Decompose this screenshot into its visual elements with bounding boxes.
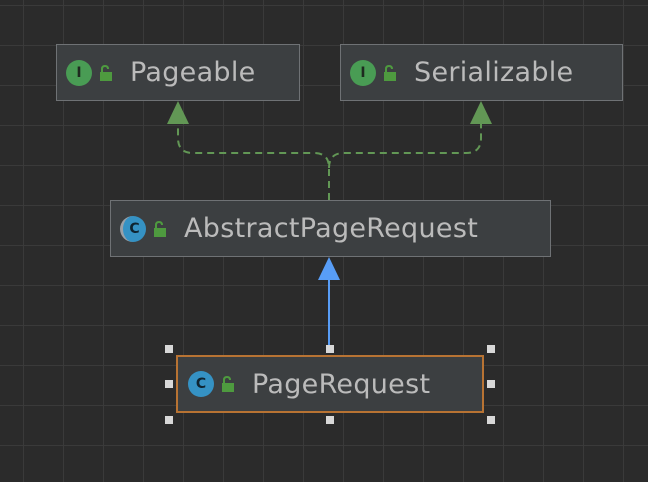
edge-implements-pageable bbox=[177, 122, 330, 200]
node-pageable[interactable]: I Pageable bbox=[56, 44, 300, 101]
node-label: Serializable bbox=[414, 57, 574, 88]
node-label: PageRequest bbox=[252, 368, 431, 400]
resize-handle-middle-left[interactable] bbox=[165, 380, 173, 388]
resize-handle-middle-right[interactable] bbox=[487, 380, 495, 388]
resize-handle-bottom-right[interactable] bbox=[487, 416, 495, 424]
node-label: AbstractPageRequest bbox=[184, 213, 479, 244]
class-icon: C bbox=[188, 371, 214, 397]
resize-handle-bottom-left[interactable] bbox=[165, 416, 173, 424]
node-abstract-page-request[interactable]: C AbstractPageRequest bbox=[110, 200, 551, 257]
edge-implements-serializable bbox=[328, 122, 482, 169]
interface-icon: I bbox=[66, 59, 92, 86]
unlocked-public-icon bbox=[384, 64, 396, 81]
arrowhead-serializable bbox=[470, 101, 492, 124]
resize-handle-top-right[interactable] bbox=[487, 345, 495, 353]
arrowhead-abstract-page-request bbox=[318, 257, 340, 280]
unlocked-public-icon bbox=[222, 375, 234, 392]
node-page-request[interactable]: C PageRequest bbox=[176, 355, 484, 413]
abstract-class-icon: C bbox=[120, 215, 146, 242]
unlocked-public-icon bbox=[154, 220, 166, 237]
resize-handle-top-left[interactable] bbox=[165, 345, 173, 353]
arrowhead-pageable bbox=[167, 101, 189, 124]
interface-icon: I bbox=[350, 59, 376, 86]
node-serializable[interactable]: I Serializable bbox=[340, 44, 623, 101]
unlocked-public-icon bbox=[100, 64, 112, 81]
resize-handle-top-center[interactable] bbox=[326, 345, 334, 353]
node-label: Pageable bbox=[130, 57, 256, 88]
resize-handle-bottom-center[interactable] bbox=[326, 416, 334, 424]
